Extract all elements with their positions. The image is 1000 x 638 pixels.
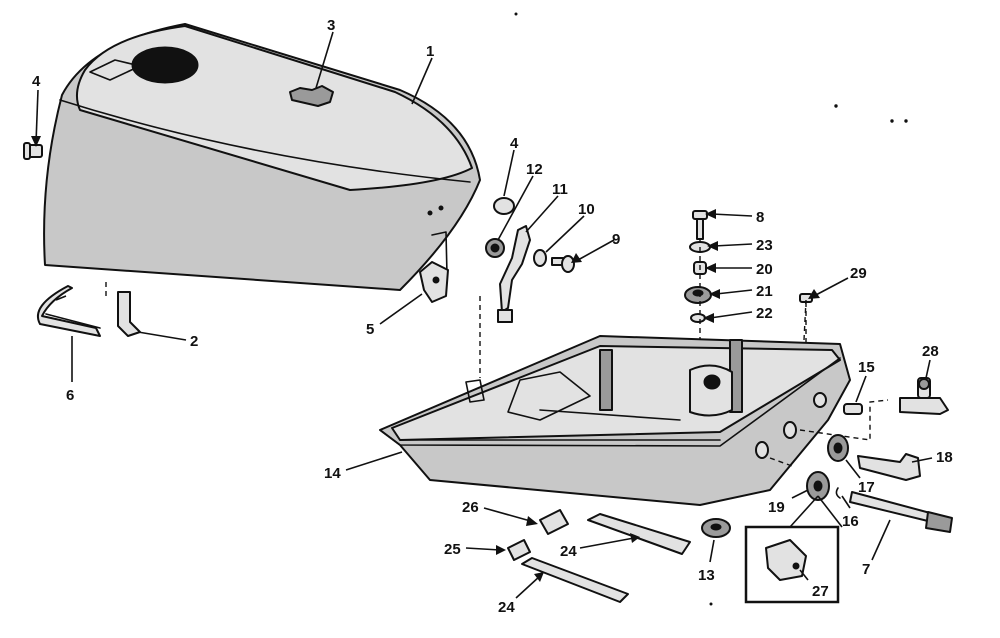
callout-14: 14: [324, 465, 341, 482]
washer-13: [701, 518, 731, 538]
grommet-21: [684, 286, 712, 304]
callout-5: 5: [366, 321, 374, 338]
callout-26: 26: [462, 499, 479, 516]
part-27: [765, 539, 807, 581]
callout-24-lower: 24: [498, 599, 515, 616]
inset-box: [744, 495, 843, 604]
cover-vent-opening: [131, 46, 199, 84]
callout-18: 18: [936, 449, 953, 466]
bolt-8: [692, 210, 708, 240]
callout-20: 20: [756, 261, 773, 278]
callout-4-right: 4: [510, 135, 519, 152]
callout-10: 10: [578, 201, 595, 218]
upper-cover: [43, 23, 481, 291]
grommet-17: [827, 434, 849, 462]
seal-strip-6: [37, 285, 101, 337]
tube-26: [539, 509, 569, 535]
clip-16: [835, 487, 841, 499]
callout-9: 9: [612, 231, 620, 248]
screw-left: [23, 142, 43, 160]
callout-17: 17: [858, 479, 875, 496]
callout-27: 27: [812, 583, 829, 600]
callout-25: 25: [444, 541, 461, 558]
callout-29: 29: [850, 265, 867, 282]
washer-10: [533, 249, 547, 267]
fitting-28: [899, 377, 949, 415]
callout-28: 28: [922, 343, 939, 360]
latch-lever-11: [497, 225, 531, 323]
callout-13: 13: [698, 567, 715, 584]
callout-16: 16: [842, 513, 859, 530]
shaft-7: [849, 491, 953, 533]
callout-12: 12: [526, 161, 543, 178]
callout-labels: 1 3 4 4 12 11 10 9 8 23 20 21 22 29 28 1…: [32, 17, 953, 616]
callout-11: 11: [552, 181, 568, 198]
callout-21: 21: [756, 283, 773, 300]
tube-24-upper: [587, 513, 691, 555]
callout-7: 7: [862, 561, 870, 578]
callout-2: 2: [190, 333, 198, 350]
screw-9: [551, 255, 575, 273]
callout-15: 15: [858, 359, 875, 376]
callout-22: 22: [756, 305, 773, 322]
callout-1: 1: [426, 43, 434, 60]
grommet-19: [806, 471, 830, 501]
callout-23: 23: [756, 237, 773, 254]
callout-8: 8: [756, 209, 764, 226]
callout-4-left: 4: [32, 73, 41, 90]
scan-specks: [514, 12, 908, 606]
tube-25: [507, 539, 531, 561]
callout-6: 6: [66, 387, 74, 404]
tube-24-lower: [521, 557, 629, 603]
grommet-12: [485, 238, 505, 258]
callout-19: 19: [768, 499, 785, 516]
bracket-2: [105, 282, 141, 337]
decal-patch: [289, 85, 334, 107]
leader-lines: [31, 31, 933, 599]
plug-right: [493, 197, 515, 215]
lower-pan: [379, 335, 889, 506]
callout-24-upper: 24: [560, 543, 577, 560]
lever-18: [857, 453, 921, 481]
pin-15: [843, 403, 863, 415]
bracket-5: [419, 261, 449, 303]
callout-3: 3: [327, 17, 335, 34]
washer-22: [690, 313, 706, 323]
